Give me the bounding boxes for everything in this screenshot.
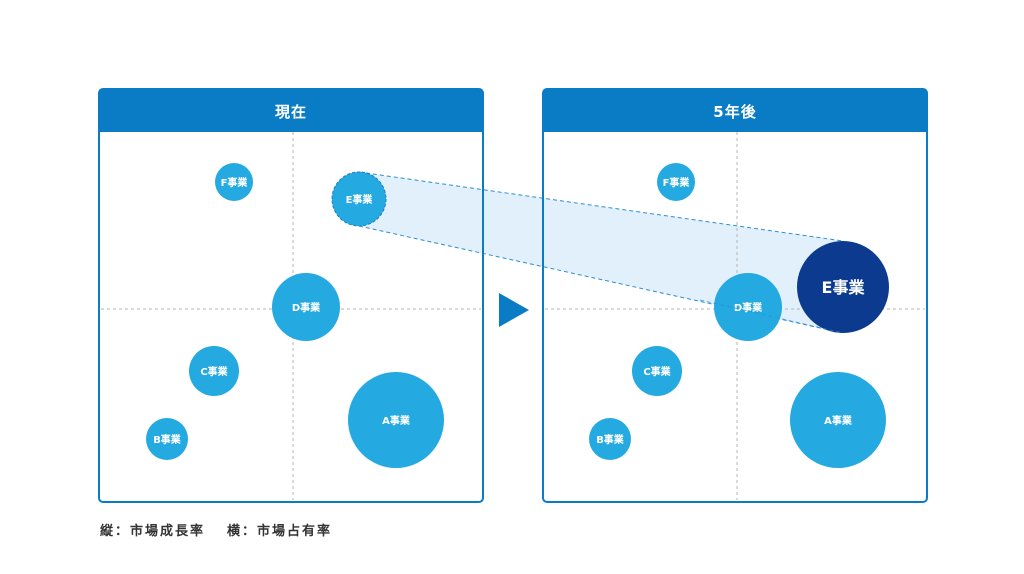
bubble-c-label: C事業 [643,365,671,378]
legend-horizontal-axis: 横：市場占有率 [227,524,333,539]
axis-legend: 縦：市場成長率 横：市場占有率 [100,520,332,539]
bubble-b-label: B事業 [153,433,182,446]
bubble-d [272,273,340,341]
panel-title: 現在 [275,103,307,121]
panel-title: 5年後 [713,103,756,121]
bubble-b [589,418,631,460]
bubble-d-label: D事業 [292,301,321,314]
bubble-a-label: A事業 [824,414,853,427]
bubble-d [714,273,782,341]
bubble-e [331,171,387,227]
bubble-a-label: A事業 [382,414,411,427]
bubble-e-label: E事業 [822,278,866,297]
bubble-c [189,346,239,396]
bubble-f [215,163,253,201]
bubble-f-label: F事業 [663,176,691,189]
bubble-f-label: F事業 [221,176,249,189]
bubble-e-label: E事業 [346,193,374,206]
panel-current: 現在 F事業 E事業 D事業 C事業 B事業 A事業 [98,88,484,503]
panel-header [543,89,927,132]
bubble-b [146,418,188,460]
transition-arrow [499,293,529,327]
bubble-a [348,372,444,468]
bubble-a [790,372,886,468]
bubble-d-label: D事業 [734,301,763,314]
bubble-f [657,163,695,201]
bubble-c [632,346,682,396]
panel-header [99,89,483,132]
legend-vertical-axis: 縦：市場成長率 [100,524,206,539]
bubble-c-label: C事業 [200,365,228,378]
bubble-e-highlight [797,241,889,333]
panel-future: 5年後 F事業 D事業 E事業 C事業 B事業 A事業 [542,88,928,503]
bubble-b-label: B事業 [596,433,625,446]
projection-edge-top [358,171,844,242]
projection-edge-bottom-overlay [699,299,844,334]
